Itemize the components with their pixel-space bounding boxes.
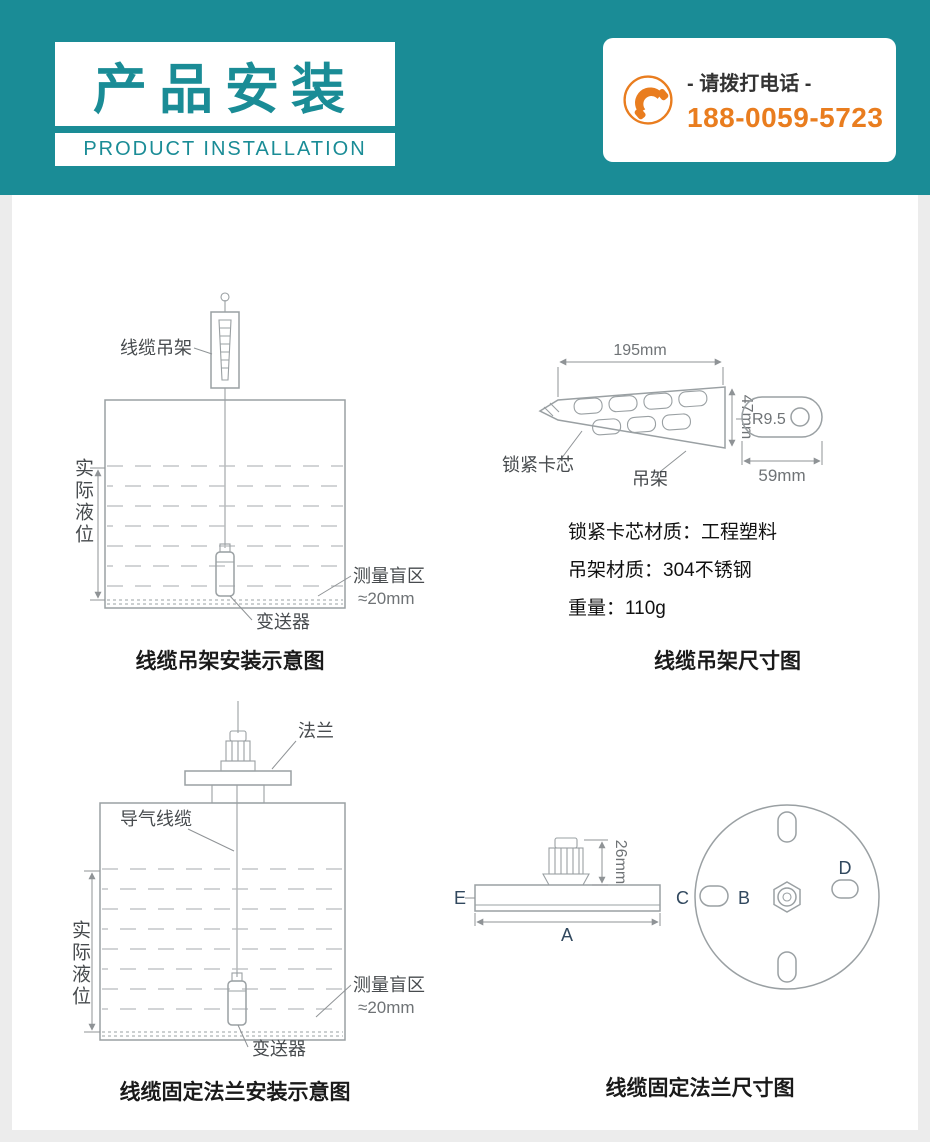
blind-zone-value: ≈20mm	[358, 589, 415, 608]
transmitter-drawing	[215, 543, 235, 597]
flange-leader	[271, 740, 297, 770]
phone-label: - 请拨打电话 -	[687, 72, 812, 95]
blind-zone-label: 测量盲区	[353, 566, 425, 586]
gland-height-dimension	[584, 839, 608, 886]
hanger-install-diagram: 线缆吊架 测量盲区 ≈20mm	[90, 292, 425, 632]
flange-gland-drawing	[184, 701, 292, 804]
flange-side-view	[474, 837, 661, 912]
transmitter-leader	[229, 595, 253, 621]
hanger-specs: 锁紧卡芯材质：工程塑料 吊架材质：304不锈钢 重量：110g	[568, 514, 777, 628]
phone-text: - 请拨打电话 - 188-0059-5723	[687, 67, 883, 134]
letter-c: C	[676, 888, 689, 908]
spec-weight: 重量：110g	[568, 598, 666, 619]
lock-core-leader	[557, 430, 583, 464]
header-banner: 产品安装 PRODUCT INSTALLATION - 请拨打电话 - 188-…	[0, 0, 930, 195]
transmitter-label: 变送器	[256, 612, 310, 632]
liquid-lines	[107, 465, 343, 587]
length-dimension	[557, 358, 724, 397]
page-subtitle: PRODUCT INSTALLATION	[83, 138, 367, 160]
flange-dims-diagram: 26mm A E C B D	[454, 804, 880, 990]
hanger-dims-caption: 线缆吊架尺寸图	[654, 650, 801, 673]
phone-number: 188-0059-5723	[687, 101, 884, 133]
end-width-dimension	[741, 441, 823, 465]
hanger-dims-diagram: 195mm 47mm R9.5	[502, 342, 823, 489]
transmitter-drawing-2	[227, 972, 247, 1026]
height-value: 47mm	[738, 395, 755, 439]
transmitter-leader-2	[237, 1024, 249, 1048]
transmitter-label-2: 变送器	[252, 1039, 306, 1059]
lock-core-label: 锁紧卡芯	[502, 455, 574, 475]
letter-e: E	[454, 888, 466, 908]
letter-b: B	[738, 888, 750, 908]
cable-hanger-label: 线缆吊架	[120, 338, 192, 358]
actual-level-label-1: 实际液位	[72, 458, 93, 546]
gland-height-value: 26mm	[612, 840, 629, 884]
page-title-box: 产品安装	[55, 42, 395, 126]
air-cable-label: 导气线缆	[120, 809, 192, 829]
hanger-label: 吊架	[632, 469, 668, 489]
length-value: 195mm	[613, 342, 666, 359]
hanger-body-drawing	[538, 386, 726, 449]
level-dimension-2	[84, 870, 100, 1033]
flange-dims-caption: 线缆固定法兰尺寸图	[605, 1077, 795, 1100]
page-subtitle-box: PRODUCT INSTALLATION	[55, 133, 395, 166]
blind-zone-label-2: 测量盲区	[353, 975, 425, 995]
phone-card: - 请拨打电话 - 188-0059-5723	[603, 38, 896, 162]
liquid-lines-2	[102, 868, 343, 1010]
a-dimension	[474, 913, 661, 926]
spec-hanger-material: 吊架材质：304不锈钢	[568, 560, 752, 581]
phone-icon	[623, 75, 673, 125]
air-cable-leader	[187, 828, 235, 852]
actual-level-label-2: 实际液位	[69, 920, 90, 1008]
flange-label: 法兰	[298, 721, 334, 741]
letter-a: A	[561, 925, 573, 945]
cable-hanger-leader	[193, 347, 213, 355]
page-title: 产品安装	[93, 59, 357, 120]
end-link-drawing	[736, 396, 823, 438]
flange-top-view	[694, 804, 880, 990]
blind-zone-hatch-2	[102, 1031, 343, 1037]
hanger-install-caption: 线缆吊架安装示意图	[135, 650, 325, 673]
flange-install-caption: 线缆固定法兰安装示意图	[119, 1081, 351, 1104]
end-width-value: 59mm	[758, 466, 805, 485]
radius-value: R9.5	[752, 411, 786, 428]
blind-zone-value-2: ≈20mm	[358, 998, 415, 1017]
spec-lock-core-material: 锁紧卡芯材质：工程塑料	[568, 522, 778, 543]
hanger-leader	[655, 450, 687, 476]
flange-install-diagram: 法兰 导气线缆 测量	[84, 701, 425, 1059]
blind-zone-hatch	[107, 599, 343, 605]
letter-d: D	[839, 858, 852, 878]
cable-hanger-drawing	[210, 292, 240, 548]
level-dimension	[90, 467, 105, 601]
content-card	[12, 195, 918, 1130]
tank-outline	[104, 399, 346, 609]
blind-zone-leader-2	[315, 984, 352, 1018]
tank-outline-2	[99, 802, 346, 1041]
blind-zone-leader	[317, 575, 352, 597]
